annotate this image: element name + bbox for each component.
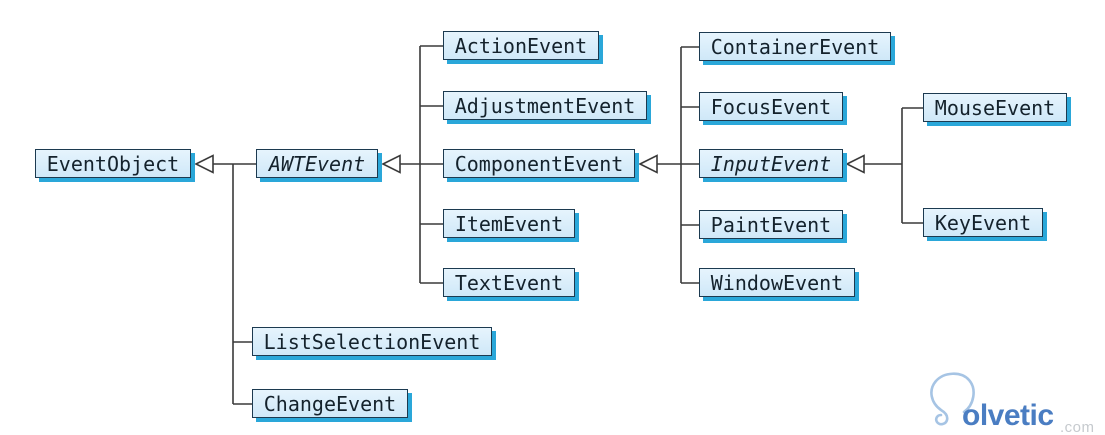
inheritance-arrow-icon xyxy=(638,154,658,174)
class-box-keyevent: KeyEvent xyxy=(923,208,1043,237)
class-box-listselectionevent: ListSelectionEvent xyxy=(252,327,492,356)
edge-path-awtevent-group xyxy=(400,45,443,284)
edge-path-componentevent-group xyxy=(657,46,699,284)
class-box-changeevent: ChangeEvent xyxy=(252,389,408,418)
class-box-itemevent: ItemEvent xyxy=(443,209,575,238)
class-box-eventobject: EventObject xyxy=(35,149,191,178)
inheritance-arrow-icon xyxy=(845,154,865,174)
class-box-windowevent: WindowEvent xyxy=(699,268,855,297)
class-box-mouseevent: MouseEvent xyxy=(923,93,1067,122)
class-box-containerevent: ContainerEvent xyxy=(699,32,891,61)
edge-path-eventobject-group xyxy=(213,163,256,405)
watermark-domain-text: .com xyxy=(1060,419,1095,435)
watermark-brand-text: olvetic xyxy=(962,399,1054,432)
inheritance-arrow-icon xyxy=(381,154,401,174)
class-box-actionevent: ActionEvent xyxy=(443,31,599,60)
class-box-inputevent: InputEvent xyxy=(699,149,843,178)
class-box-textevent: TextEvent xyxy=(443,268,575,297)
class-box-paintevent: PaintEvent xyxy=(699,210,843,239)
class-box-componentevent: ComponentEvent xyxy=(443,149,635,178)
class-box-adjustmentevent: AdjustmentEvent xyxy=(443,91,647,120)
inheritance-arrow-icon xyxy=(194,154,214,174)
class-box-focusevent: FocusEvent xyxy=(699,92,843,121)
edge-path-inputevent-group xyxy=(864,107,923,224)
lightbulb-icon xyxy=(930,372,975,426)
class-box-awtevent: AWTEvent xyxy=(256,149,378,178)
solvetic-watermark: olvetic .com xyxy=(930,372,1095,435)
